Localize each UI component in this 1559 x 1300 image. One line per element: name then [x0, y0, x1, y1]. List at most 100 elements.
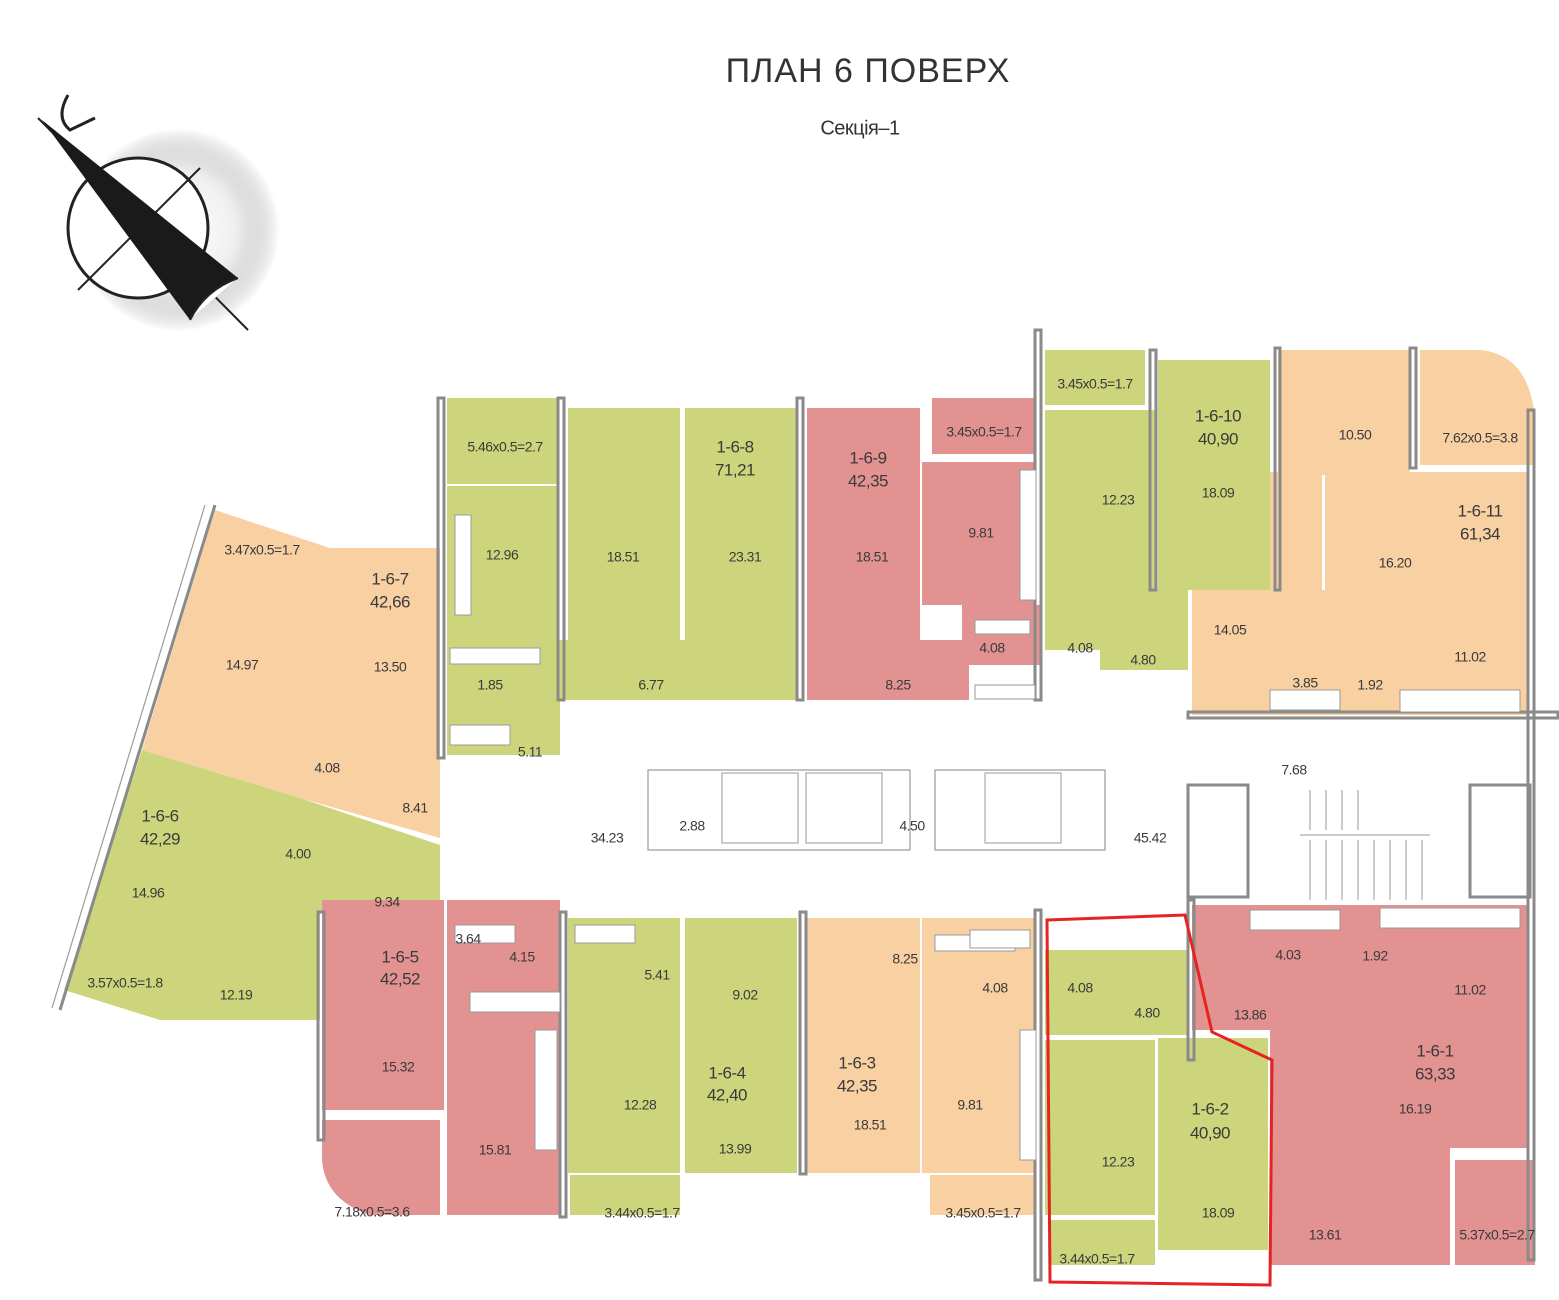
elevator-hall-area: 4.50 — [899, 818, 925, 834]
apartment-1-6-9[interactable] — [807, 398, 1040, 700]
room-area: 12.19 — [220, 987, 253, 1003]
apartment-area: 42,52 — [380, 969, 420, 988]
room-area: 9.34 — [374, 894, 400, 910]
room-area: 4.08 — [1067, 980, 1093, 996]
apartment-1-6-4[interactable] — [568, 918, 797, 1215]
room-area: 1.92 — [1357, 677, 1383, 693]
room-area: 6.77 — [638, 677, 664, 693]
elevators — [647, 769, 1106, 851]
kitchen-fixtures — [449, 469, 1521, 1161]
balcony-area: 7.62x0.5=3.8 — [1442, 430, 1518, 446]
room-area: 11.02 — [1454, 982, 1486, 998]
corridor-area: 34.23 — [591, 830, 624, 846]
apartment-number: 1-6-11 — [1458, 501, 1503, 520]
balcony-area: 3.57x0.5=1.8 — [87, 975, 163, 991]
room-area: 4.08 — [314, 760, 340, 776]
room-area: 4.80 — [1130, 652, 1156, 668]
room-area: 18.09 — [1202, 1205, 1235, 1221]
north-arrow-compass-icon — [37, 94, 280, 332]
room-area: 1.92 — [1362, 948, 1388, 964]
room-area: 8.41 — [402, 800, 428, 816]
selected-apartment-outline — [1045, 913, 1274, 1287]
room-area: 18.51 — [856, 549, 889, 565]
room-area: 18.51 — [607, 549, 640, 565]
room-area: 13.99 — [719, 1141, 752, 1157]
apartment-number: 1-6-9 — [849, 448, 886, 467]
room-area: 4.08 — [1067, 640, 1093, 656]
balcony-area: 5.46x0.5=2.7 — [467, 439, 543, 455]
room-area: 3.85 — [1292, 675, 1318, 691]
apartment-number: 1-6-6 — [141, 806, 178, 825]
apartment-number: 1-6-2 — [1191, 1099, 1228, 1118]
room-area: 16.20 — [1379, 555, 1412, 571]
room-area: 13.86 — [1234, 1007, 1267, 1023]
room-area: 12.96 — [486, 547, 519, 563]
apartment-area: 71,21 — [715, 460, 755, 479]
balcony-area: 7.18x0.5=3.6 — [334, 1204, 410, 1220]
room-area: 8.25 — [885, 677, 911, 693]
balcony-area: 3.45x0.5=1.7 — [1057, 376, 1133, 392]
apartment-1-6-5[interactable] — [322, 900, 560, 1215]
apartment-number: 1-6-10 — [1195, 406, 1241, 425]
room-area: 16.19 — [1399, 1101, 1432, 1117]
room-area: 9.81 — [968, 525, 994, 541]
room-area: 10.50 — [1339, 427, 1372, 443]
room-area: 3.64 — [455, 931, 481, 947]
apartment-1-6-1[interactable] — [1192, 905, 1535, 1265]
room-area: 13.61 — [1309, 1227, 1342, 1243]
room-area: 4.08 — [979, 640, 1005, 656]
room-area: 23.31 — [729, 549, 762, 565]
apartment-area: 42,66 — [370, 592, 410, 611]
corridor-area: 45.42 — [1134, 830, 1167, 846]
elevator-hall-area: 2.88 — [679, 818, 705, 834]
room-area: 13.50 — [374, 659, 407, 675]
staircase — [1186, 783, 1532, 900]
room-area: 5.11 — [518, 744, 543, 760]
room-area: 18.09 — [1202, 485, 1235, 501]
apartment-number: 1-6-7 — [371, 569, 408, 588]
apartment-area: 42,35 — [848, 471, 888, 490]
walls — [51, 328, 1559, 1282]
balcony-area: 3.45x0.5=1.7 — [945, 1205, 1021, 1221]
apartment-area: 63,33 — [1415, 1064, 1455, 1083]
apartment-number: 1-6-8 — [716, 437, 753, 456]
apartment-1-6-7[interactable] — [142, 510, 440, 838]
apartment-area: 40,90 — [1190, 1123, 1230, 1142]
room-area: 4.80 — [1134, 1005, 1160, 1021]
apartment-1-6-10[interactable] — [1045, 350, 1270, 670]
balcony-area: 3.45x0.5=1.7 — [946, 424, 1022, 440]
section-subtitle: Секція–1 — [820, 117, 900, 139]
apartment-1-6-2[interactable] — [1045, 950, 1268, 1265]
apartment-1-6-3[interactable] — [807, 918, 1035, 1215]
apartment-area: 40,90 — [1198, 429, 1238, 448]
room-area: 5.41 — [644, 967, 670, 983]
balcony-area: 3.44x0.5=1.7 — [1059, 1251, 1135, 1267]
balcony-area: 3.44x0.5=1.7 — [604, 1205, 680, 1221]
room-area: 4.15 — [509, 949, 535, 965]
room-area: 14.05 — [1214, 622, 1247, 638]
stair-landing-area: 7.68 — [1281, 762, 1307, 778]
room-area: 9.81 — [957, 1097, 983, 1113]
apartment-number: 1-6-4 — [708, 1063, 745, 1082]
apartment-area: 61,34 — [1460, 524, 1500, 543]
apartment-number: 1-6-3 — [838, 1053, 875, 1072]
apartment-area: 42,35 — [837, 1076, 877, 1095]
room-area: 11.02 — [1454, 649, 1486, 665]
room-area: 15.81 — [479, 1142, 512, 1158]
room-area: 15.32 — [382, 1059, 415, 1075]
apartment-area: 42,40 — [707, 1085, 747, 1104]
room-area: 4.00 — [285, 846, 311, 862]
room-area: 12.23 — [1102, 492, 1135, 508]
apartment-number: 1-6-1 — [1416, 1041, 1453, 1060]
plan-title: ПЛАН 6 ПОВЕРХ — [726, 52, 1011, 90]
apartment-area: 42,29 — [140, 829, 180, 848]
room-area: 9.02 — [732, 987, 758, 1003]
balcony-area: 5.37x0.5=2.7 — [1459, 1227, 1535, 1243]
room-area: 8.25 — [892, 951, 918, 967]
balcony-area: 3.47x0.5=1.7 — [224, 542, 300, 558]
room-area: 14.96 — [132, 885, 165, 901]
apartment-number: 1-6-5 — [381, 947, 418, 966]
apartment-1-6-6[interactable] — [64, 750, 440, 1020]
room-area: 12.28 — [624, 1097, 657, 1113]
